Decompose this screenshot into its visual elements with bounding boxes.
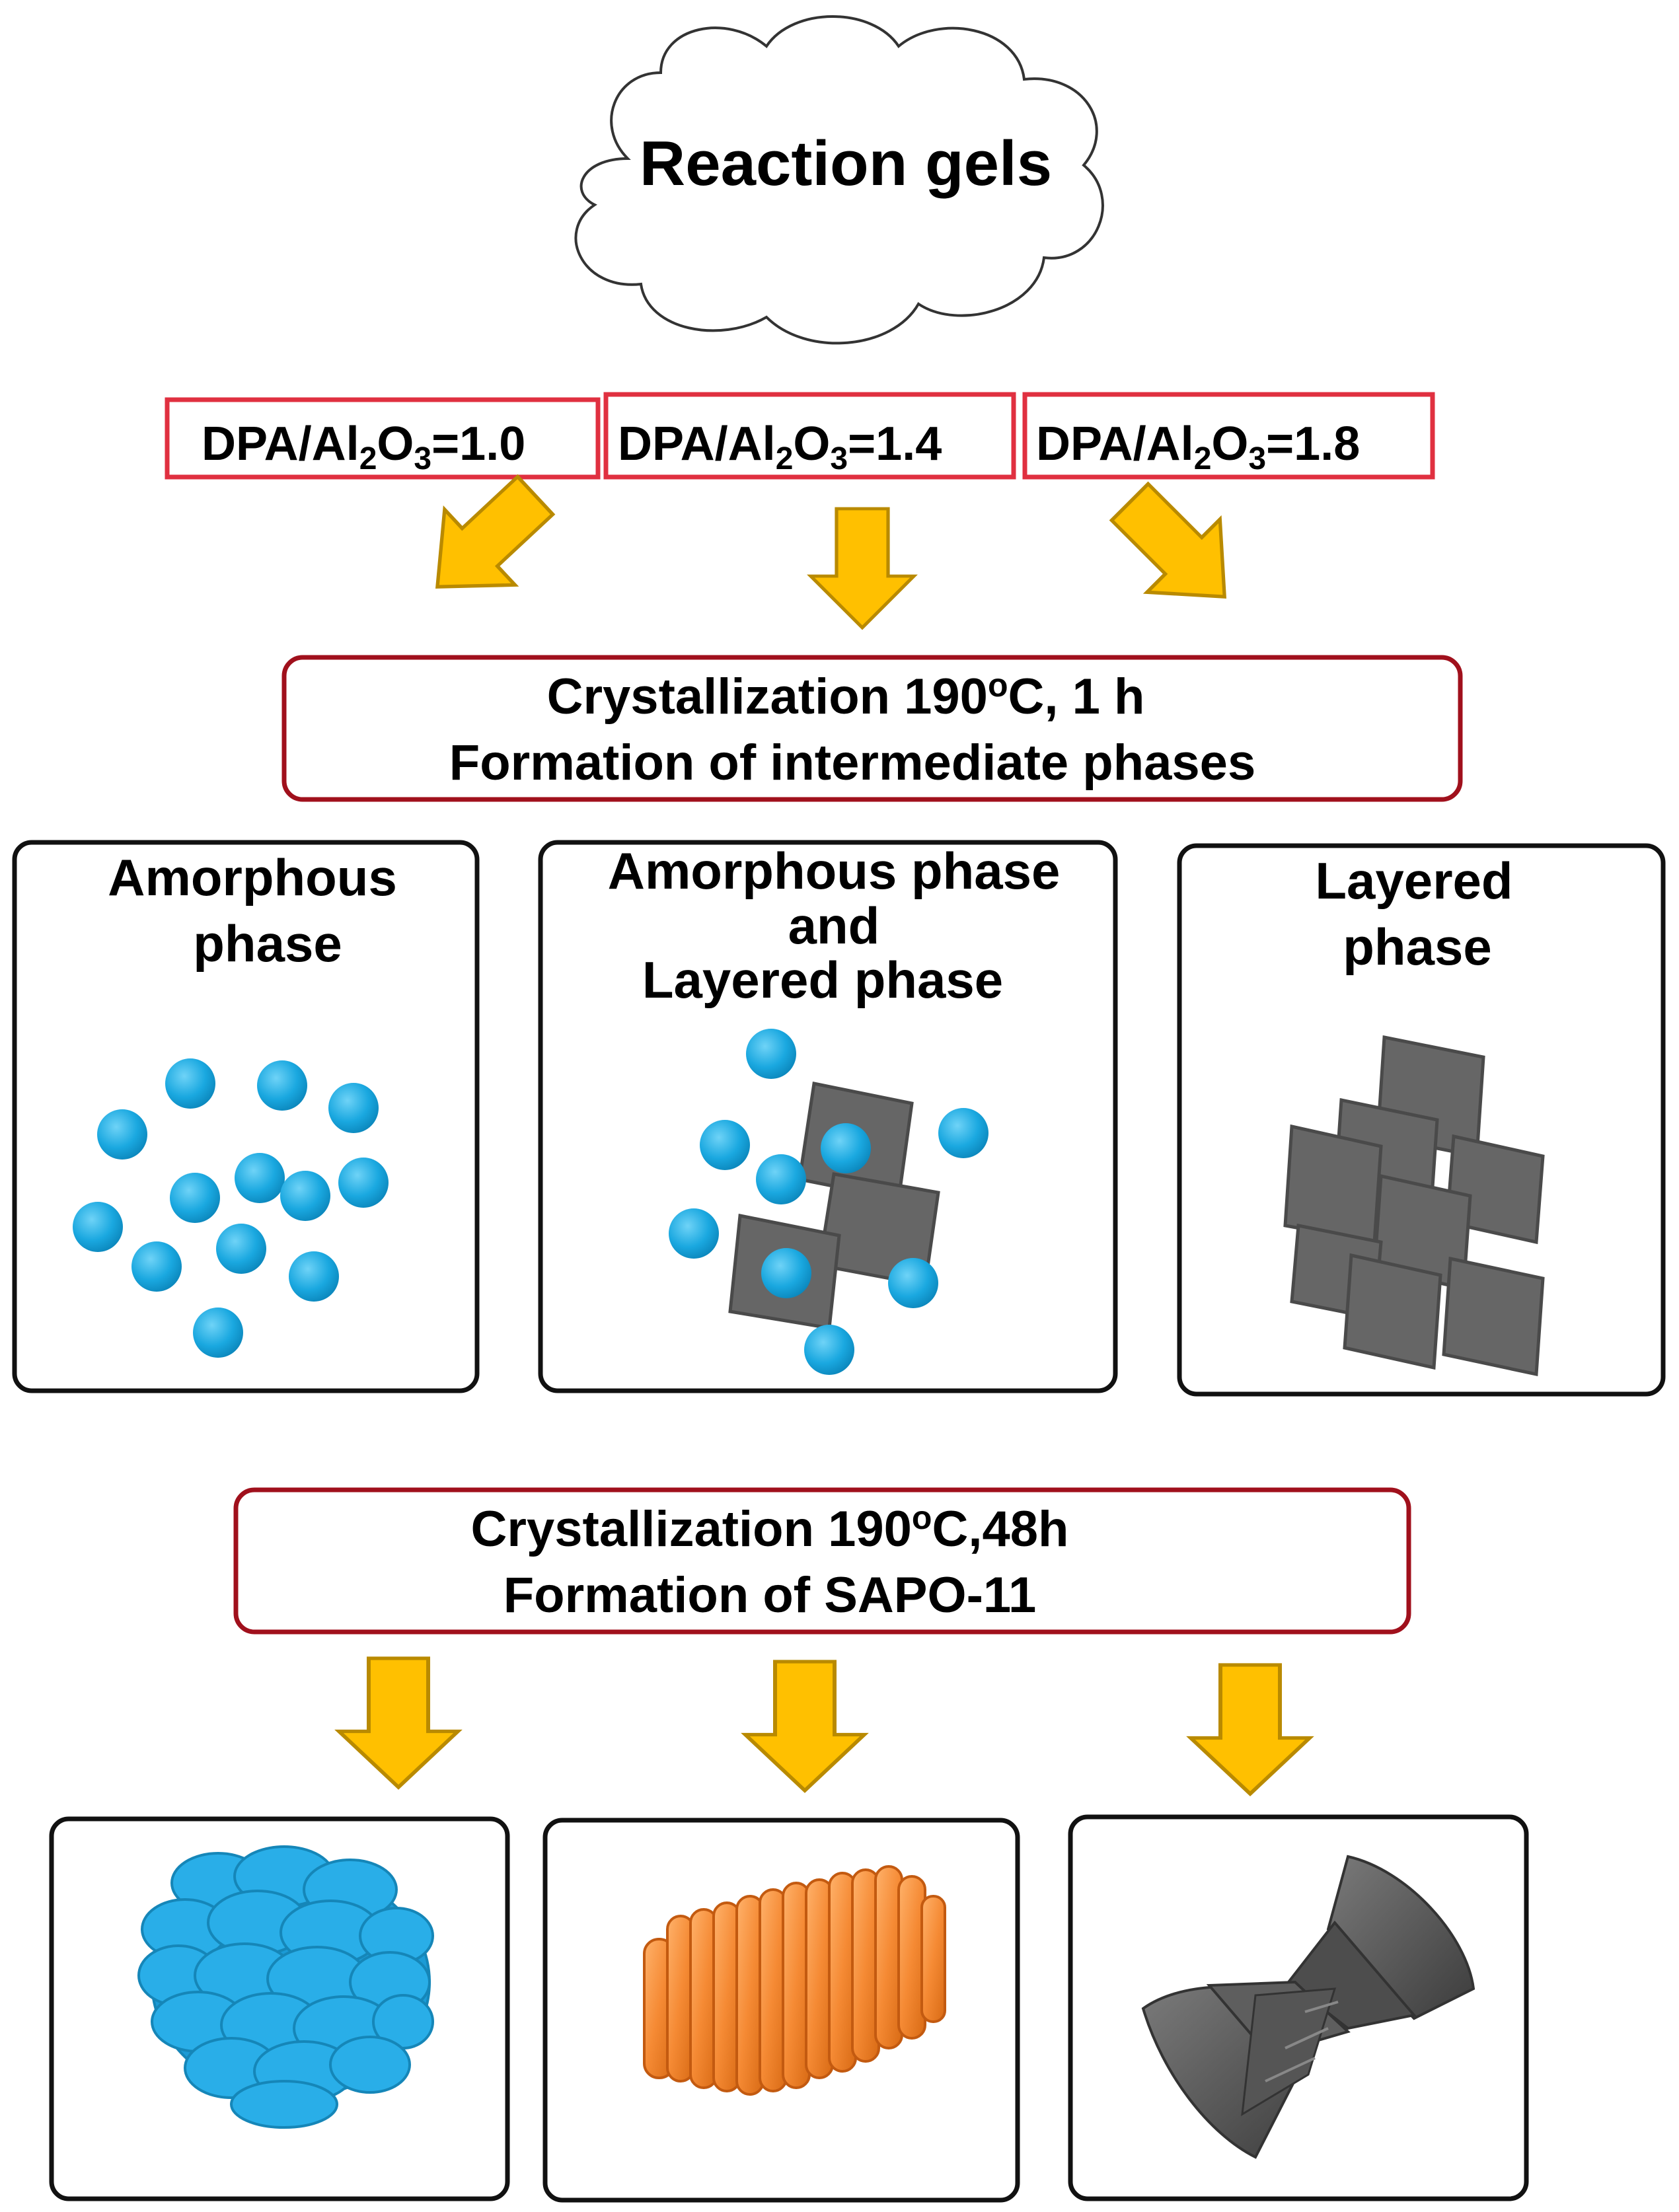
sphere (193, 1308, 243, 1358)
arrow-2 (811, 509, 914, 628)
plate (1442, 1256, 1545, 1377)
ratio-label-2: DPA/Al2O3=1.4 (618, 418, 942, 476)
arrow-1 (402, 458, 570, 624)
sphere (700, 1120, 750, 1170)
step2-line1: Crystallization 190oC,48h (471, 1499, 1069, 1557)
product-box-1 (49, 1816, 510, 2201)
ratio-box-2: DPA/Al2O3=1.4 (603, 392, 1016, 480)
step2-box: Crystallization 190oC,48h Formation of S… (233, 1487, 1411, 1635)
sphere (746, 1029, 796, 1079)
ratio-box-3: DPA/Al2O3=1.8 (1022, 392, 1435, 480)
sphere (257, 1060, 307, 1111)
sphere (289, 1251, 339, 1302)
sphere (97, 1109, 147, 1160)
phase-box-amorphous: Amorphous phase (12, 840, 480, 1393)
cloud-shape (574, 15, 1104, 345)
sphere (938, 1108, 989, 1158)
arrow-6 (1191, 1665, 1310, 1794)
gray-bowtie-crystal (1141, 1855, 1475, 2159)
sphere (804, 1325, 854, 1375)
sphere (888, 1258, 938, 1308)
phase-box-mixed: Amorphous phase and Layered phase (538, 840, 1118, 1393)
reaction-gels-cloud: Reaction gels (574, 15, 1104, 345)
sphere (235, 1153, 285, 1203)
mixed-spheres (669, 1029, 989, 1375)
sphere (761, 1248, 811, 1298)
phase2-line2: and (788, 897, 880, 955)
arrow-5 (745, 1662, 864, 1790)
phase3-line2: phase (1343, 918, 1491, 976)
sphere (165, 1058, 215, 1109)
sphere (131, 1241, 182, 1292)
blue-disc-aggregate (137, 1845, 434, 2129)
sphere (280, 1171, 330, 1221)
arrow-3 (1094, 466, 1261, 633)
step2-line2: Formation of SAPO-11 (504, 1567, 1037, 1623)
cloud-label: Reaction gels (640, 128, 1052, 199)
sphere (216, 1224, 266, 1274)
mixed-plates (728, 1082, 940, 1330)
step1-line2: Formation of intermediate phases (449, 735, 1255, 791)
ratio-label-3: DPA/Al2O3=1.8 (1036, 418, 1360, 476)
phase1-line1: Amorphous (108, 848, 397, 906)
plate (1343, 1253, 1442, 1370)
sphere (170, 1173, 220, 1223)
orange-stacked-discs (643, 1865, 946, 2096)
phase2-line3: Layered phase (642, 951, 1003, 1009)
phase1-line2: phase (193, 914, 342, 973)
step1-line1: Crystallization 190oC, 1 h (547, 667, 1145, 725)
ratio-label-1: DPA/Al2O3=1.0 (202, 418, 525, 476)
phase2-line1: Amorphous phase (608, 842, 1061, 900)
sphere (669, 1208, 719, 1259)
sphere (338, 1158, 389, 1208)
product-box-2 (542, 1818, 1020, 2203)
sphere (756, 1154, 806, 1204)
product-box-3 (1068, 1814, 1529, 2201)
phase3-line1: Layered (1315, 852, 1512, 910)
layered-plates (1283, 1035, 1545, 1377)
phase-box-layered: Layered phase (1177, 843, 1666, 1397)
step1-box: Crystallization 190oC, 1 h Formation of … (281, 655, 1463, 802)
sphere (328, 1083, 379, 1133)
arrow-4 (339, 1658, 458, 1787)
sphere (821, 1123, 871, 1173)
amorphous-spheres (73, 1058, 389, 1358)
ratio-box-1: DPA/Al2O3=1.0 (165, 397, 601, 480)
sphere (73, 1202, 123, 1252)
